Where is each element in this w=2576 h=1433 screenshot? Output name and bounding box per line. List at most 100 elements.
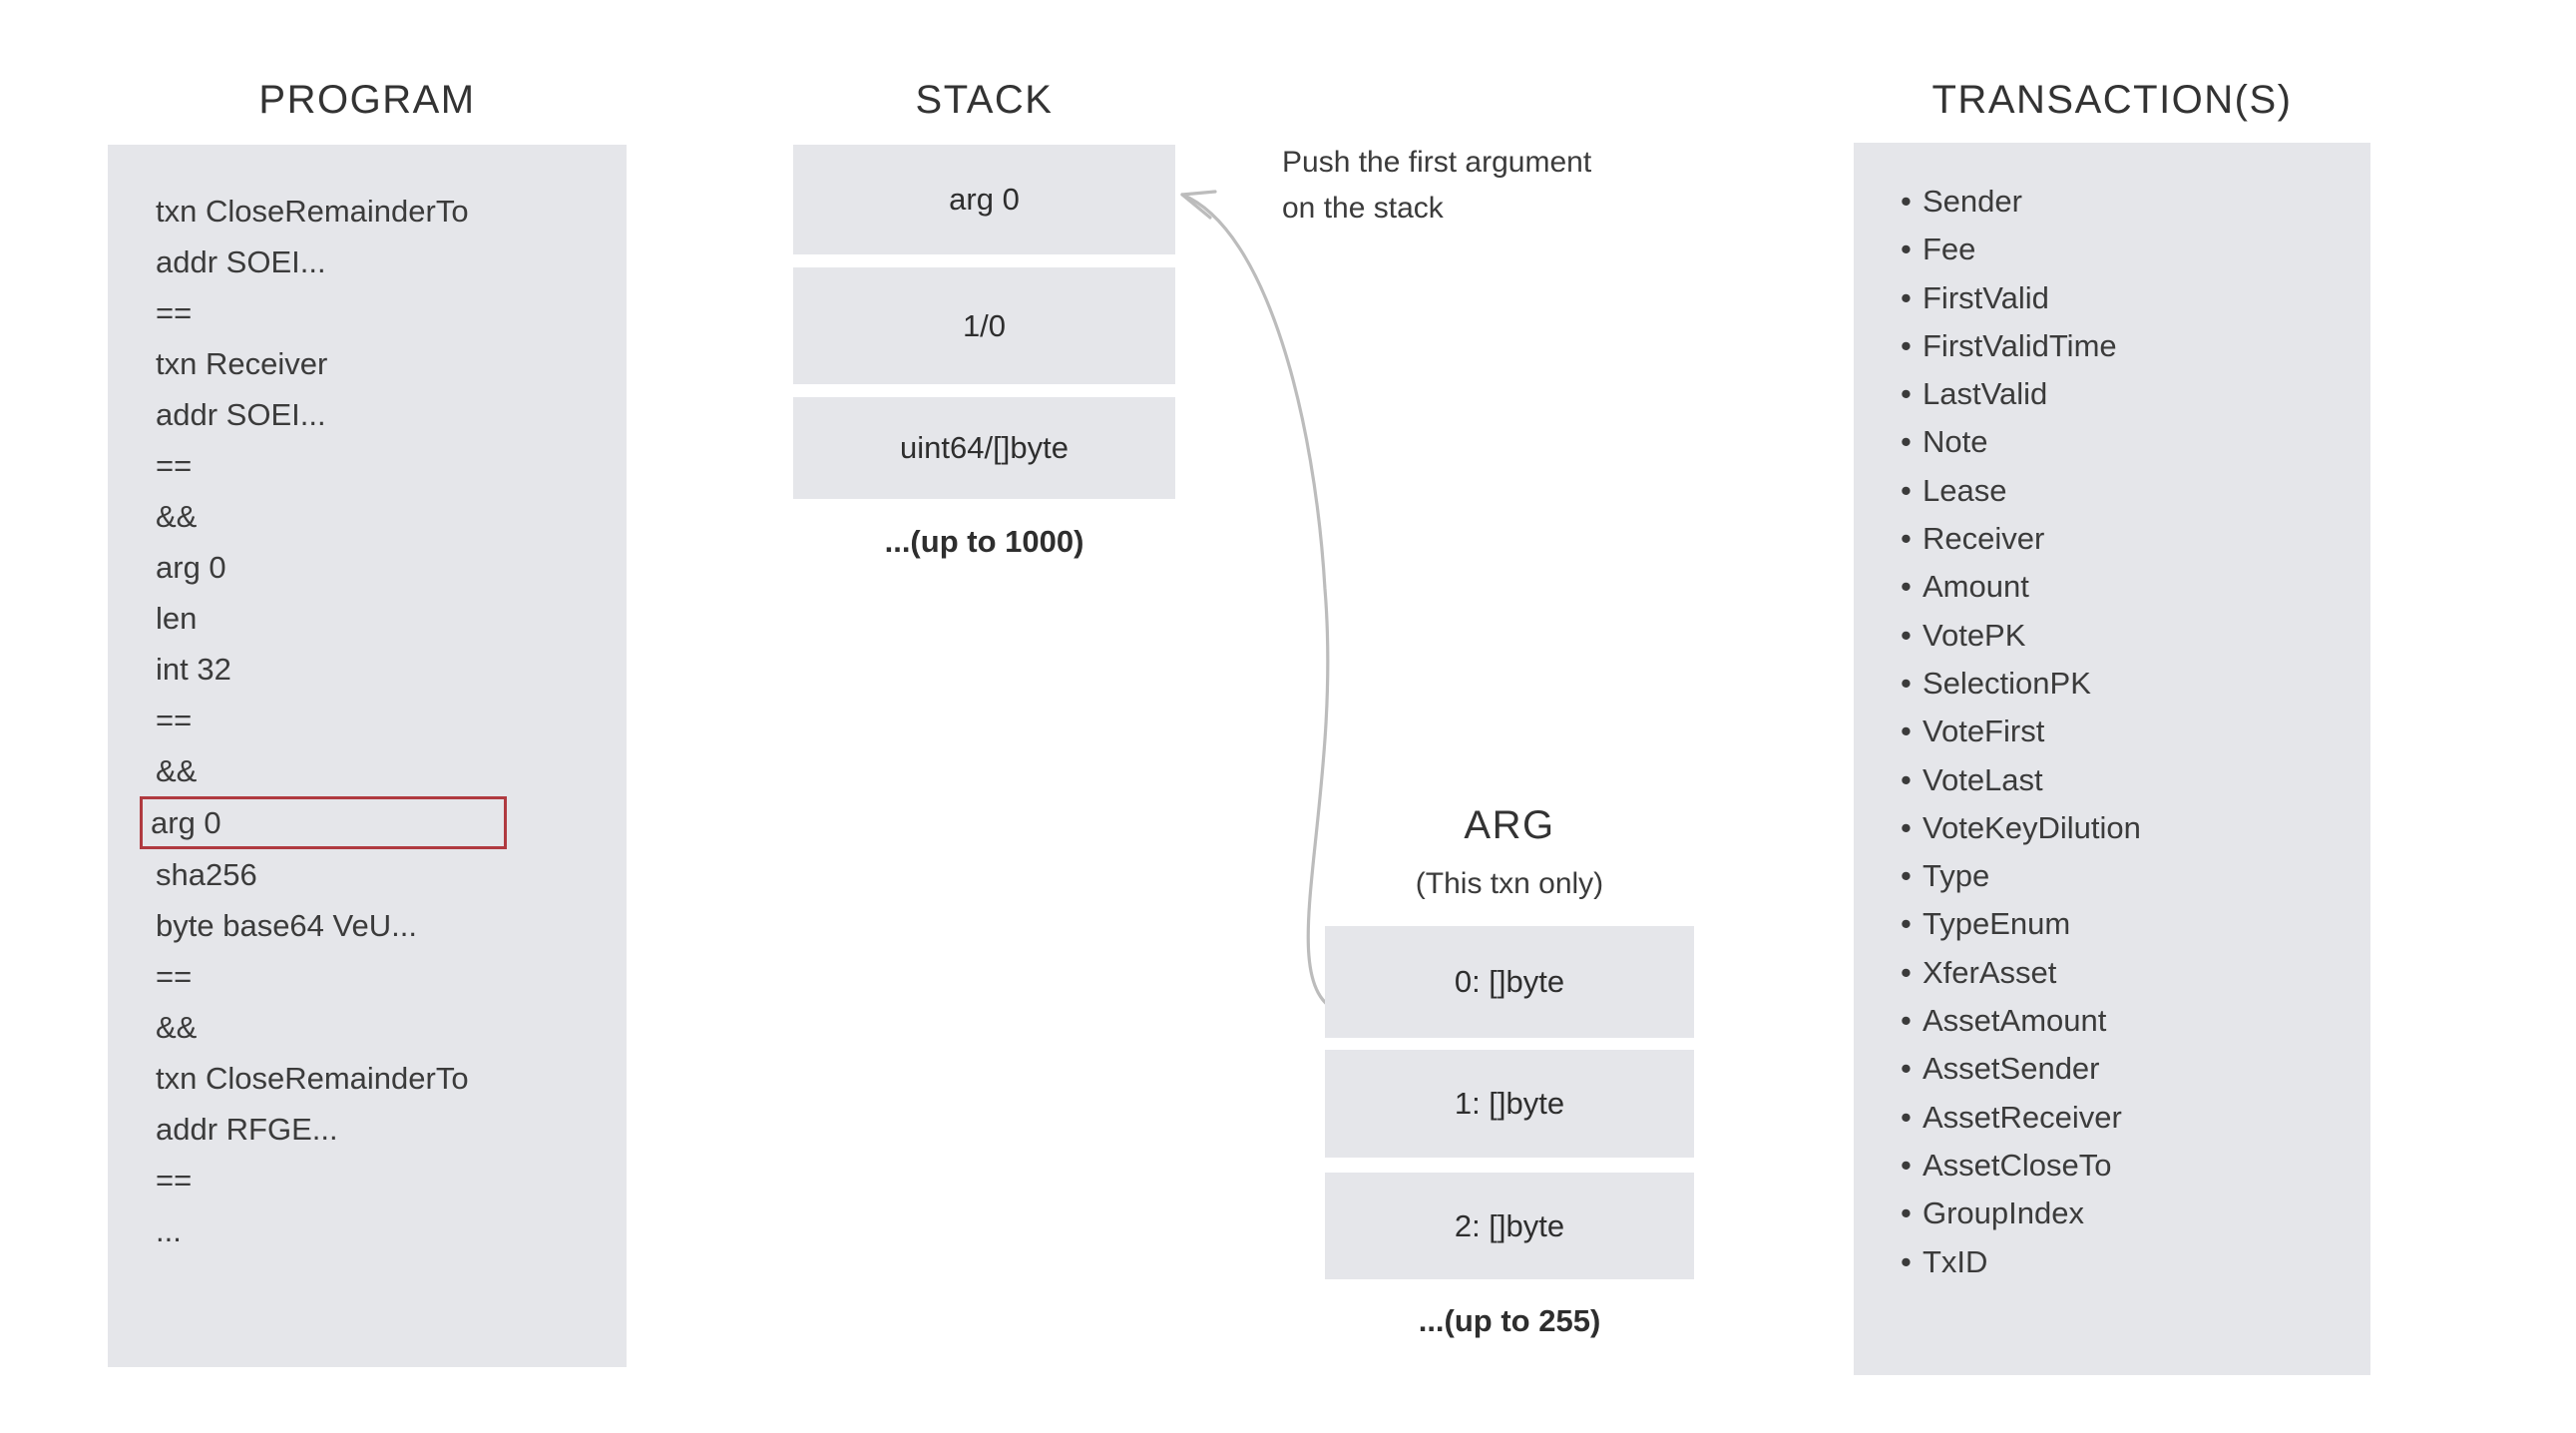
bullet-icon: • <box>1901 714 1912 749</box>
transaction-field-label: FirstValid <box>1923 279 2049 315</box>
push-argument-annotation: Push the first argument on the stack <box>1282 140 1701 232</box>
transaction-field-label: GroupIndex <box>1923 1195 2084 1231</box>
bullet-icon: • <box>1901 665 1912 701</box>
annotation-line-1: Push the first argument <box>1282 146 1592 179</box>
bullet-icon: • <box>1901 376 1912 412</box>
bullet-icon: • <box>1901 472 1912 508</box>
program-line-highlighted: arg 0 <box>140 796 507 849</box>
program-line: == <box>156 959 193 994</box>
bullet-icon: • <box>1901 232 1912 267</box>
program-line: addr RFGE... <box>156 1112 338 1147</box>
transaction-field-label: AssetCloseTo <box>1923 1147 2112 1183</box>
program-line: byte base64 VeU... <box>156 908 417 943</box>
transaction-field-item: • AssetSender <box>1901 1045 2360 1093</box>
program-line: txn CloseRemainderTo <box>156 1061 469 1096</box>
program-line: == <box>156 703 193 737</box>
program-line: sha256 <box>156 857 257 892</box>
transactions-panel <box>1854 143 2370 1375</box>
bullet-icon: • <box>1901 569 1912 605</box>
transaction-field-label: VoteFirst <box>1923 714 2045 749</box>
transaction-field-item: • Receiver <box>1901 515 2360 563</box>
bullet-icon: • <box>1901 954 1912 990</box>
annotation-line-2: on the stack <box>1282 192 1444 225</box>
bullet-icon: • <box>1901 1147 1912 1183</box>
bullet-icon: • <box>1901 809 1912 845</box>
transaction-field-label: TxID <box>1923 1243 1988 1279</box>
transaction-field-item: • TxID <box>1901 1238 2360 1286</box>
bullet-icon: • <box>1901 617 1912 653</box>
arg-column-title: ARG <box>1464 803 1555 847</box>
transaction-field-item: •TypeEnum <box>1901 900 2360 948</box>
transaction-field-label: AssetAmount <box>1923 1003 2107 1039</box>
arg-slot-2: 2: []byte <box>1325 1173 1694 1279</box>
transaction-field-item: • LastValid <box>1901 370 2360 418</box>
transaction-field-item: • Note <box>1901 418 2360 466</box>
program-line: int 32 <box>156 652 231 687</box>
stack-overflow-label: ...(up to 1000) <box>884 524 1084 559</box>
program-line: && <box>156 753 198 788</box>
program-line: len <box>156 601 198 636</box>
transaction-field-item: • AssetReceiver <box>1901 1094 2360 1142</box>
transaction-field-label: VoteKeyDilution <box>1923 809 2141 845</box>
program-code-listing: txn CloseRemainderTo addr SOEI... == txn Re… <box>140 186 567 1256</box>
transaction-fields-list: •Sender•Fee•FirstValid•FirstValidTime•La… <box>1901 178 2360 1286</box>
transaction-field-label: Receiver <box>1923 521 2045 557</box>
transactions-column-title: TRANSACTION(S) <box>1932 78 2293 122</box>
transaction-field-label: AssetReceiver <box>1923 1099 2122 1135</box>
transaction-field-label: Note <box>1923 424 1988 460</box>
transaction-field-item: • FirstValid <box>1901 274 2360 322</box>
transaction-field-label: XferAsset <box>1923 954 2057 990</box>
transaction-field-label: Amount <box>1923 569 2029 605</box>
program-line: txn Receiver <box>156 346 328 381</box>
transaction-field-label: VotePK <box>1923 617 2026 653</box>
transaction-field-label: AssetSender <box>1923 1051 2100 1087</box>
bullet-icon: • <box>1901 184 1912 219</box>
transaction-field-item: • VoteLast <box>1901 756 2360 804</box>
program-line: addr SOEI... <box>156 397 326 432</box>
transaction-field-item: • VoteKeyDilution <box>1901 804 2360 852</box>
program-column-title: PROGRAM <box>258 78 476 122</box>
transaction-field-item: • SelectionPK <box>1901 660 2360 708</box>
program-line: arg 0 <box>156 550 226 585</box>
stack-column-title: STACK <box>915 78 1054 122</box>
transaction-field-item: •FirstValidTime <box>1901 322 2360 370</box>
transaction-field-label: FirstValidTime <box>1923 327 2117 363</box>
transaction-field-item: • Fee <box>1901 226 2360 273</box>
transaction-field-label: Fee <box>1923 232 1976 267</box>
program-line: == <box>156 448 193 483</box>
bullet-icon: • <box>1901 424 1912 460</box>
transaction-field-item: • XferAsset <box>1901 949 2360 997</box>
transaction-field-label: Type <box>1923 858 1990 894</box>
transaction-field-item: • Amount <box>1901 563 2360 611</box>
program-line: == <box>156 1163 193 1197</box>
program-line: && <box>156 1010 198 1045</box>
program-line: addr SOEI... <box>156 244 326 279</box>
arg-column-subtitle: (This txn only) <box>1415 867 1604 900</box>
bullet-icon: • <box>1901 906 1912 942</box>
bullet-icon: • <box>1901 1099 1912 1135</box>
bullet-icon: • <box>1901 1051 1912 1087</box>
transaction-field-item: •Type <box>1901 852 2360 900</box>
transaction-field-item: • AssetCloseTo <box>1901 1142 2360 1190</box>
stack-slot-1: 1/0 <box>793 267 1175 384</box>
transaction-field-item: • VotePK <box>1901 612 2360 660</box>
transaction-field-item: • VoteFirst <box>1901 708 2360 755</box>
bullet-icon: • <box>1901 1195 1912 1231</box>
bullet-icon: • <box>1901 761 1912 797</box>
stack-slot-0: arg 0 <box>793 145 1175 254</box>
program-line: ... <box>156 1213 182 1248</box>
program-panel <box>108 145 627 1367</box>
bullet-icon: • <box>1901 279 1912 315</box>
transaction-field-label: LastValid <box>1923 376 2048 412</box>
transaction-field-label: Lease <box>1923 472 2007 508</box>
bullet-icon: • <box>1901 521 1912 557</box>
stack-slot-2: uint64/[]byte <box>793 397 1175 499</box>
transaction-field-label: Sender <box>1923 184 2022 219</box>
bullet-icon: • <box>1901 1243 1912 1279</box>
program-line: && <box>156 499 198 534</box>
arg-overflow-label: ...(up to 255) <box>1418 1303 1601 1338</box>
transaction-field-label: SelectionPK <box>1923 665 2091 701</box>
transaction-field-item: •AssetAmount <box>1901 997 2360 1045</box>
program-line: txn CloseRemainderTo <box>156 194 469 229</box>
transaction-field-label: VoteLast <box>1923 761 2043 797</box>
